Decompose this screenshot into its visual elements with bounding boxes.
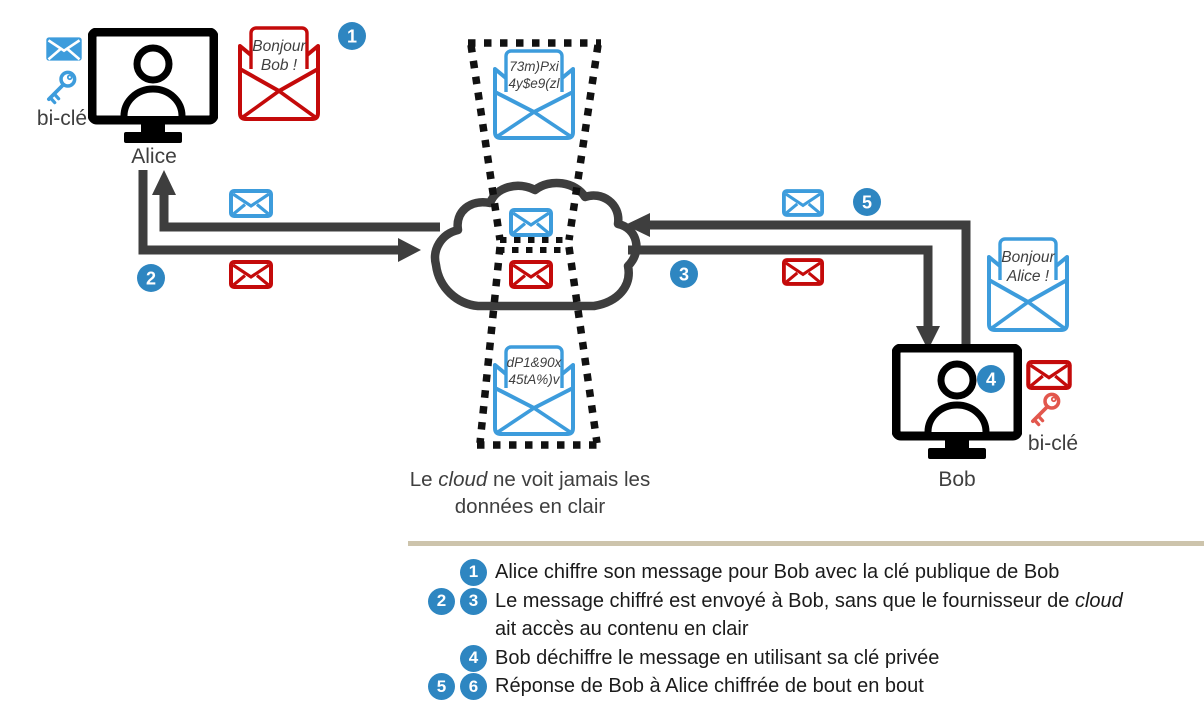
cloud-envelope-icon-red xyxy=(509,260,553,289)
legend-badge-2: 2 xyxy=(428,587,455,615)
encryption-tunnel-dotted-outline xyxy=(467,39,602,449)
legend-badge-5: 5 xyxy=(428,673,455,701)
legend: 1 Alice chiffre son message pour Bob ave… xyxy=(408,558,1123,701)
ciphertext-envelope-bottom: dP1&90x 45tA%)v xyxy=(493,345,575,436)
diagram-canvas: bi-clé Alice Bonjour Bob ! 73m)Pxi 4y$e9… xyxy=(37,22,1078,491)
alice-key-icon xyxy=(47,70,77,105)
caption-italic-cloud: cloud xyxy=(438,468,488,491)
legend-text-4: Bob déchiffre le message en utilisant sa… xyxy=(495,646,940,669)
bob-key-label: bi-clé xyxy=(1028,432,1078,455)
ciphertext-envelope-top: 73m)Pxi 4y$e9(zl xyxy=(493,49,575,140)
caption-post: ne voit jamais les xyxy=(487,468,651,491)
legend-item-1: 1 Alice chiffre son message pour Bob ave… xyxy=(408,558,1123,587)
bob-mail-icon xyxy=(1028,362,1069,388)
cloud-caption: Le cloud ne voit jamais les données en c… xyxy=(398,466,662,520)
arrowhead-left xyxy=(625,213,650,237)
legend-text-5-6: Réponse de Bob à Alice chiffrée de bout … xyxy=(495,675,924,698)
bob-name-label: Bob xyxy=(938,468,975,491)
alice-mail-icon xyxy=(45,35,83,63)
cloud-envelope-icon-blue xyxy=(509,208,553,237)
bob-key-icon xyxy=(1031,392,1061,427)
legend-badge-6: 6 xyxy=(460,673,487,701)
step-badge-2: 2 xyxy=(137,264,165,292)
encrypted-envelope-icon-to-bob xyxy=(782,258,824,286)
legend-item-5-6: 5 6 Réponse de Bob à Alice chiffrée de b… xyxy=(408,672,1123,701)
step-badge-1: 1 xyxy=(338,22,366,50)
arrow-cloud-to-bob xyxy=(628,245,940,350)
bob-computer-icon xyxy=(896,348,1018,459)
arrowhead-right xyxy=(398,238,421,262)
alice-computer-icon xyxy=(92,32,214,143)
arrowhead-down xyxy=(916,326,940,350)
svg-text:5: 5 xyxy=(862,193,872,213)
legend-italic-cloud: cloud xyxy=(1074,589,1123,612)
caption-line2: données en clair xyxy=(454,495,606,518)
bob-plaintext-envelope: Bonjour Alice ! xyxy=(987,237,1069,332)
legend-badge-4: 4 xyxy=(460,644,487,672)
arrow-cloud-to-alice xyxy=(152,170,440,232)
plaintext-line2: Bob ! xyxy=(261,57,298,74)
step-badge-5: 5 xyxy=(853,188,881,216)
alice-plaintext-envelope: Bonjour Bob ! xyxy=(238,26,320,121)
alice-name-label: Alice xyxy=(131,145,177,168)
svg-text:4: 4 xyxy=(986,370,996,390)
step-badge-4: 4 xyxy=(977,365,1005,393)
ciphertext-line2: 4y$e9(zl xyxy=(508,76,560,91)
svg-text:1: 1 xyxy=(347,27,357,47)
step-badge-3: 3 xyxy=(670,260,698,288)
ciphertext-line1: dP1&90x xyxy=(507,355,563,370)
legend-text-2-3: Le message chiffré est envoyé à Bob, san… xyxy=(495,589,1123,641)
plaintext-line1: Bonjour xyxy=(1001,249,1055,266)
arrow-alice-to-cloud xyxy=(138,170,421,262)
legend-text-1: Alice chiffre son message pour Bob avec … xyxy=(495,561,1060,583)
arrowhead-up xyxy=(152,170,176,195)
encrypted-envelope-icon-from-bob xyxy=(782,189,824,217)
legend-badge-3: 3 xyxy=(460,587,487,615)
svg-text:3: 3 xyxy=(679,265,689,285)
legend-item-2-3: 2 3 Le message chiffré est envoyé à Bob,… xyxy=(408,587,1123,644)
arrow-bob-to-cloud xyxy=(625,213,971,347)
legend-badge-1: 1 xyxy=(460,559,487,586)
caption-pre: Le xyxy=(409,468,439,491)
cloud-shape xyxy=(430,178,641,311)
encrypted-envelope-icon-from-alice xyxy=(229,260,273,289)
plaintext-line1: Bonjour xyxy=(252,38,306,55)
encrypted-envelope-icon-to-alice xyxy=(229,189,273,218)
svg-text:2: 2 xyxy=(146,269,156,289)
legend-item-4: 4 Bob déchiffre le message en utilisant … xyxy=(408,644,1123,673)
alice-key-label: bi-clé xyxy=(37,107,87,130)
legend-divider xyxy=(408,541,1204,546)
ciphertext-line1: 73m)Pxi xyxy=(509,59,560,74)
plaintext-line2: Alice ! xyxy=(1006,268,1050,285)
ciphertext-line2: 45tA%)v xyxy=(508,372,560,387)
